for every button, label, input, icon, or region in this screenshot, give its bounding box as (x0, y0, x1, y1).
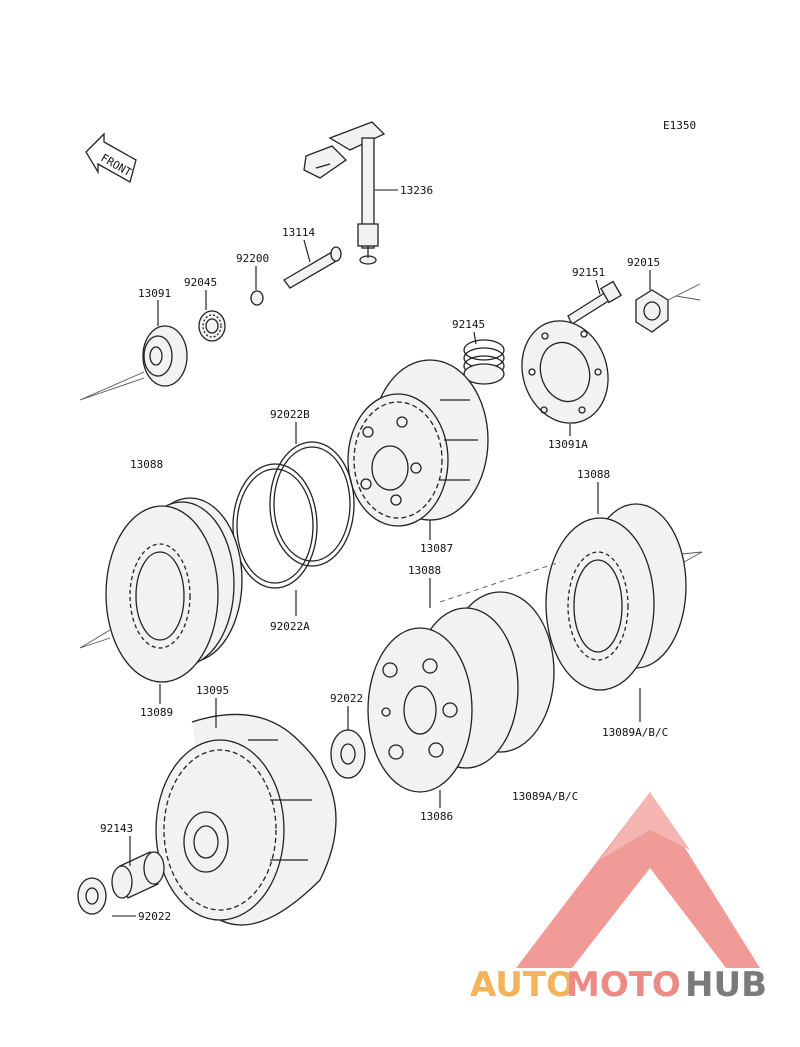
label-13091A: 13091A (548, 438, 588, 451)
label-92200: 92200 (236, 252, 269, 265)
watermark-text-moto: MOTO (566, 965, 681, 1005)
plate-13091A (521, 320, 609, 424)
label-13088-right: 13088 (577, 468, 610, 481)
washer-92200 (250, 290, 264, 306)
label-92022-bottom: 92022 (138, 910, 171, 923)
diagram-code: E1350 (663, 119, 696, 132)
label-13088-left: 13088 (130, 458, 163, 471)
label-13089ABC-right: 13089A/B/C (602, 726, 668, 739)
label-13089: 13089 (140, 706, 173, 719)
front-arrow-icon: FRONT (85, 132, 137, 183)
label-13236: 13236 (400, 184, 433, 197)
ring-92022B (269, 441, 355, 567)
ring-92022A (232, 463, 318, 589)
label-13089ABC-mid: 13089A/B/C (512, 790, 578, 803)
push-rod-13114 (283, 246, 342, 289)
washer-92022-bottom (77, 877, 107, 915)
washer-92022-mid (330, 729, 366, 779)
friction-plates-left (105, 497, 243, 683)
watermark-text-hub: HUB (685, 965, 767, 1005)
nut-92015 (635, 289, 669, 333)
label-13095: 13095 (196, 684, 229, 697)
label-13114: 13114 (282, 226, 315, 239)
pusher-13091 (142, 325, 188, 387)
release-shaft-13236 (303, 121, 386, 265)
label-92015: 92015 (627, 256, 660, 269)
watermark-logo (516, 792, 760, 968)
clutch-housing-13095 (155, 713, 337, 926)
friction-plates-right (545, 503, 687, 691)
spring-92145 (463, 339, 505, 385)
label-13091: 13091 (138, 287, 171, 300)
label-92151: 92151 (572, 266, 605, 279)
pressure-plate-13086 (367, 627, 473, 793)
label-92022A: 92022A (270, 620, 310, 633)
label-92022B: 92022B (270, 408, 310, 421)
label-13088-mid: 13088 (408, 564, 441, 577)
label-92145: 92145 (452, 318, 485, 331)
label-13087: 13087 (420, 542, 453, 555)
label-13086: 13086 (420, 810, 453, 823)
label-92045: 92045 (184, 276, 217, 289)
label-92022-mid: 92022 (330, 692, 363, 705)
bearing-92045 (198, 310, 226, 342)
sleeve-92143 (111, 851, 165, 899)
watermark-text-auto: AUTO (470, 965, 575, 1005)
bolt-92151 (567, 280, 622, 325)
clutch-hub-13087 (347, 359, 489, 527)
label-92143: 92143 (100, 822, 133, 835)
